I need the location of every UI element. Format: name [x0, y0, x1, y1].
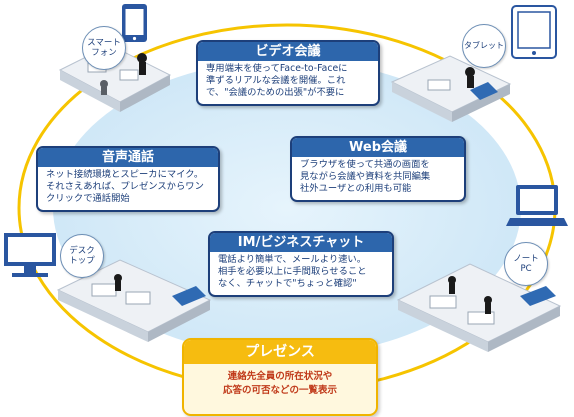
voice-call-description: ネット接続環境とスピーカにマイク。 それさえあれば、プレゼンスからワン クリック… [38, 167, 218, 208]
voice-call-line2: それさえあれば、プレゼンスからワン [46, 181, 204, 192]
video-conference-line2: 準ずるリアルな会議を開催。これ [206, 75, 346, 86]
im-business-chat-line3: なく、チャットで"ちょっと確認" [218, 278, 357, 289]
presence-title: プレゼンス [184, 340, 376, 364]
video-conference-line3: で、"会議のための出張"が不要に [206, 87, 345, 98]
laptop-icon [506, 185, 568, 226]
office-scene-tablet [390, 55, 512, 122]
device-label-smartphone: スマート フォン [82, 26, 126, 70]
device-label-laptop: ノート PC [504, 242, 548, 286]
im-business-chat-line1: 電話より簡単で、メールより速い。 [218, 254, 367, 265]
voice-call-title: 音声通話 [38, 148, 218, 167]
web-conference-line3: 社外ユーザとの利用も可能 [300, 183, 412, 194]
device-label-tablet-line1: タブレット [464, 41, 504, 50]
voice-call-line3: クリックで通話開始 [46, 193, 130, 204]
office-scene-desktop [56, 259, 212, 342]
presence-line2: 応答の可否などの一覧表示 [222, 385, 337, 396]
video-conference-title: ビデオ会議 [198, 42, 378, 61]
desktop-monitor-icon [4, 233, 56, 277]
video-conference-line1: 専用端末を使ってFace-to-Faceに [206, 63, 348, 74]
video-conference-card: ビデオ会議 専用端末を使ってFace-to-Faceに 準ずるリアルな会議を開催… [196, 40, 380, 106]
web-conference-description: ブラウザを使って共通の画面を 見ながら会議や資料を共同編集 社外ユーザとの利用も… [292, 157, 464, 198]
device-label-smartphone-line2: フォン [91, 48, 117, 58]
web-conference-card: Web会議 ブラウザを使って共通の画面を 見ながら会議や資料を共同編集 社外ユー… [290, 136, 466, 202]
web-conference-title: Web会議 [292, 138, 464, 157]
presence-description: 連絡先全員の所在状況や 応答の可否などの一覧表示 [184, 364, 376, 398]
device-label-desktop-line1: デスク [69, 246, 95, 256]
office-scene-laptop [396, 263, 562, 352]
smartphone-icon [122, 4, 147, 42]
device-label-smartphone-line1: スマート [87, 38, 121, 48]
im-business-chat-line2: 相手を必要以上に手間取らせること [218, 266, 367, 277]
im-business-chat-card: IM/ビジネスチャット 電話より簡単で、メールより速い。 相手を必要以上に手間取… [208, 231, 394, 297]
device-label-laptop-line2: PC [520, 264, 532, 274]
device-label-desktop-line2: トップ [69, 256, 95, 266]
presence-card: プレゼンス 連絡先全員の所在状況や 応答の可否などの一覧表示 [182, 338, 378, 416]
voice-call-card: 音声通話 ネット接続環境とスピーカにマイク。 それさえあれば、プレゼンスからワン… [36, 146, 220, 212]
device-label-laptop-line1: ノート [513, 254, 539, 264]
device-label-tablet: タブレット [462, 24, 506, 68]
tablet-icon [511, 5, 557, 59]
web-conference-line1: ブラウザを使って共通の画面を [300, 159, 430, 170]
video-conference-description: 専用端末を使ってFace-to-Faceに 準ずるリアルな会議を開催。これ で、… [198, 61, 378, 102]
device-label-desktop: デスク トップ [60, 234, 104, 278]
presence-line1: 連絡先全員の所在状況や [227, 371, 333, 382]
web-conference-line2: 見ながら会議や資料を共同編集 [300, 171, 431, 182]
im-business-chat-title: IM/ビジネスチャット [210, 233, 392, 252]
voice-call-line1: ネット接続環境とスピーカにマイク。 [46, 169, 204, 180]
im-business-chat-description: 電話より簡単で、メールより速い。 相手を必要以上に手間取らせること なく、チャッ… [210, 252, 392, 293]
